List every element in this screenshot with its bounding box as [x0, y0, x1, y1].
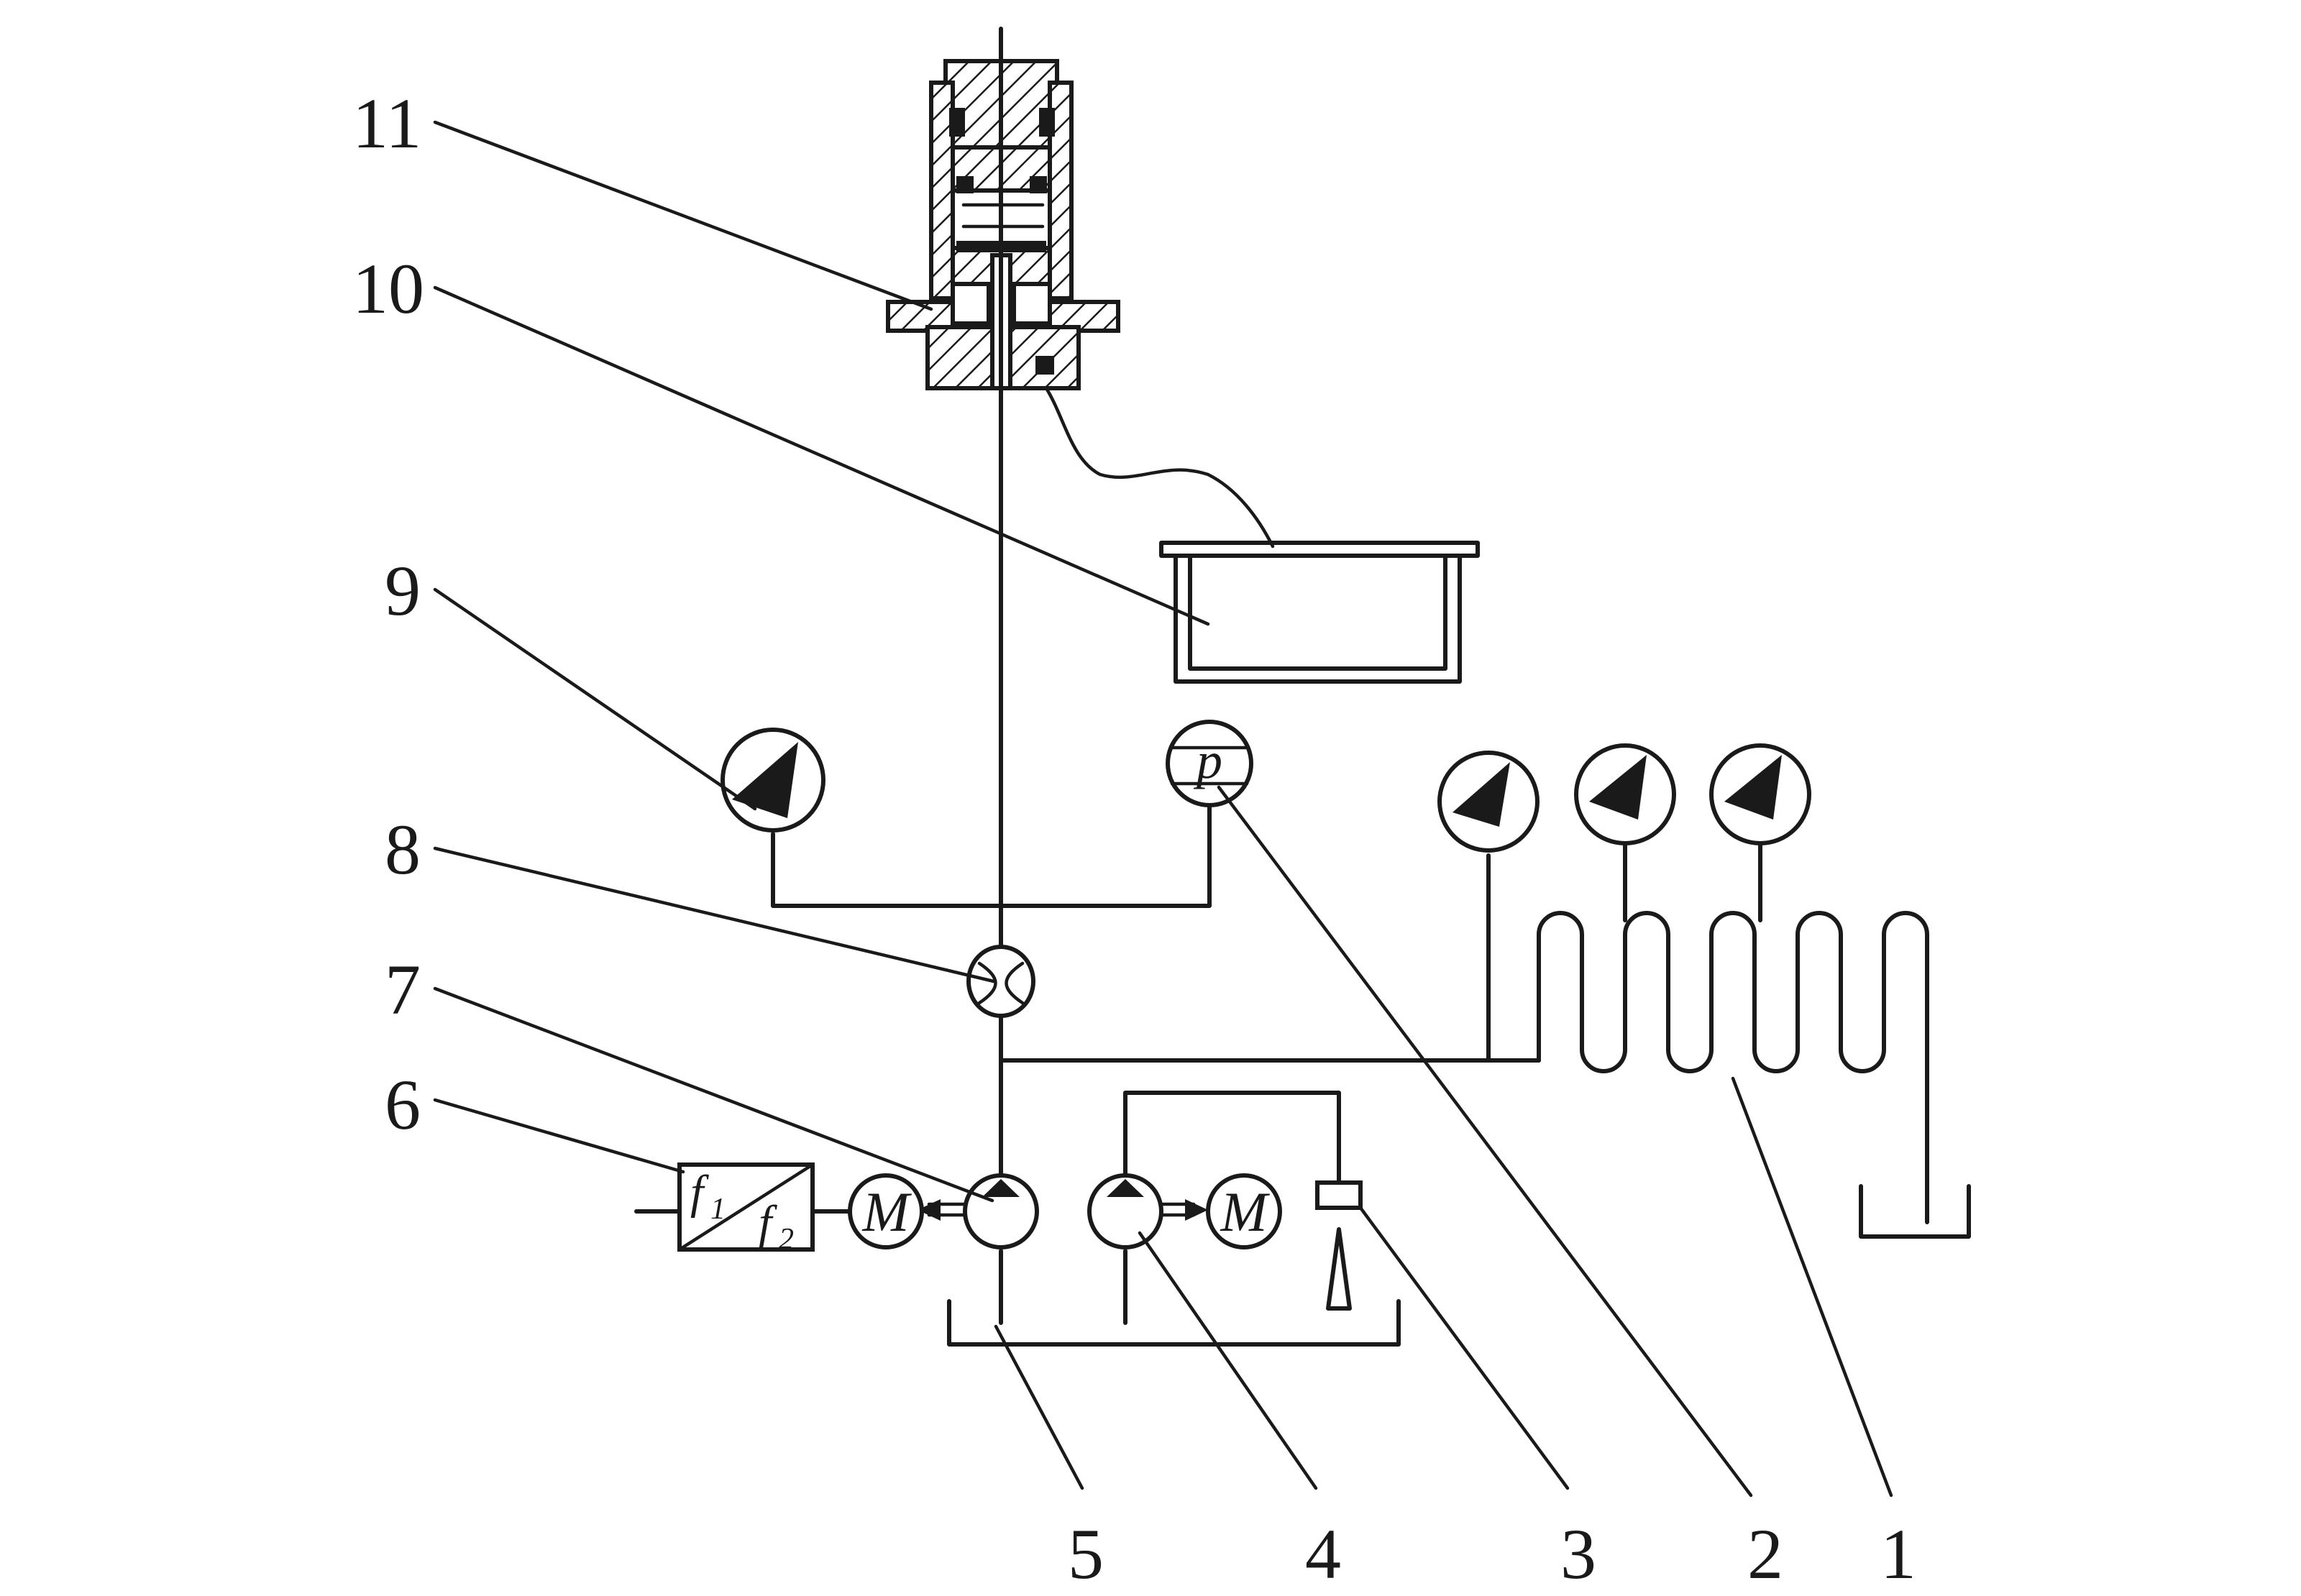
leader-line: [994, 1324, 1084, 1490]
leader-line: [433, 120, 933, 311]
main-pump-circle: [963, 1173, 1039, 1249]
gauge-needle-icon: [732, 742, 798, 818]
flow-meter-curve: [977, 961, 997, 1005]
aux-pump-loop: [1123, 1091, 1341, 1185]
flow-meter-body: [966, 945, 1035, 1018]
leader-line: [1138, 1231, 1318, 1490]
seal-block: [1039, 108, 1055, 137]
drain-reservoir: [1859, 1184, 1971, 1239]
label-9: 9: [385, 551, 421, 630]
tank: [1159, 541, 1480, 684]
heater-flame-icon: [1326, 1227, 1352, 1311]
label-1: 1: [1880, 1514, 1916, 1594]
seal-block: [956, 176, 974, 193]
leader-lines: [433, 120, 1893, 1498]
label-5: 5: [1068, 1514, 1104, 1594]
seal-block: [949, 108, 965, 137]
frequency-converter: f 1 f 2: [677, 1162, 815, 1256]
tank-body: [1174, 554, 1462, 684]
label-11: 11: [352, 83, 421, 163]
gauge-needle-icon: [1589, 755, 1647, 820]
tank-inner: [1188, 554, 1447, 671]
tank-lid: [1159, 541, 1480, 558]
gauge-needle-icon: [1724, 755, 1782, 820]
oil-tank: [947, 1299, 1401, 1347]
number-labels: 11 10 9 8 7 6 5 4 3 2 1: [352, 83, 1916, 1594]
flow-meter: [966, 945, 1035, 1018]
pressure-sensor: p: [1166, 720, 1253, 807]
aux-pump-circle: [1087, 1173, 1163, 1249]
coil-gauge: [1437, 751, 1540, 853]
motor-circle: [1206, 1173, 1282, 1249]
gauge-branch-pipe: [771, 792, 1212, 908]
cylinder-port-left: [951, 282, 991, 326]
leader-line: [433, 986, 994, 1203]
label-6: 6: [385, 1065, 421, 1145]
freq-f2-subscript: 2: [779, 1223, 794, 1256]
pump-direction-icon: [982, 1179, 1020, 1197]
motor-symbol: M: [862, 1180, 912, 1243]
motor-symbol: M: [1220, 1180, 1271, 1243]
cylinder-port-right: [1012, 282, 1052, 326]
leader-line: [433, 587, 757, 811]
coil-gauge: [1574, 743, 1676, 845]
label-10: 10: [352, 249, 424, 329]
pump-direction-icon: [1107, 1179, 1144, 1197]
converter-diagonal: [677, 1162, 815, 1252]
freq-f1-subscript: 1: [710, 1193, 726, 1226]
label-4: 4: [1305, 1514, 1341, 1594]
auxiliary-pump: [1087, 1173, 1163, 1249]
sensor-cable: [1044, 386, 1275, 549]
coil-gauge: [1709, 743, 1811, 845]
arrow-icon: [1185, 1199, 1208, 1221]
leader-line: [433, 285, 1210, 626]
leader-line: [433, 846, 996, 983]
leader-line: [1358, 1206, 1570, 1490]
label-8: 8: [385, 810, 421, 889]
motor-left: M: [848, 1173, 924, 1249]
serpentine-coil: [1537, 911, 1929, 1224]
heater-block: [1315, 1180, 1363, 1210]
pressure-gauge: [721, 728, 825, 833]
label-3: 3: [1560, 1514, 1596, 1594]
flow-meter-curve: [1005, 961, 1025, 1005]
leader-line: [1217, 785, 1753, 1498]
leader-line: [433, 1098, 685, 1174]
leader-line: [1731, 1076, 1893, 1498]
arrow-icon: [918, 1199, 941, 1221]
gauge-needle-icon: [1453, 762, 1510, 827]
main-pump: [963, 1173, 1039, 1249]
motor-right: M: [1206, 1173, 1282, 1249]
seal-block: [1030, 176, 1047, 193]
sensor-plug: [1035, 356, 1054, 375]
pressure-symbol: p: [1193, 732, 1222, 789]
label-2: 2: [1747, 1514, 1783, 1594]
label-7: 7: [385, 950, 421, 1029]
